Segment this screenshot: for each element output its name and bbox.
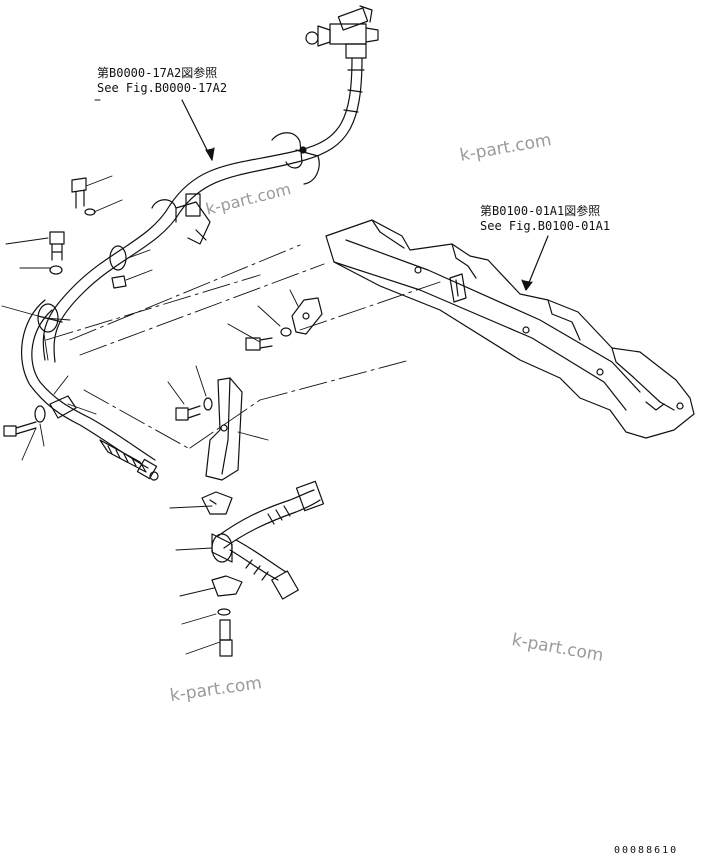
mount-bracket-upper (245, 297, 323, 351)
middle-clamp (151, 193, 211, 245)
leader-lines (1, 99, 299, 655)
reference-note-b0000: 第B0000-17A2図参照 See Fig.B0000-17A2 (97, 66, 227, 96)
top-fitting (305, 5, 379, 59)
reference-note-b0100: 第B0100-01A1図参照 See Fig.B0100-01A1 (480, 204, 610, 234)
reference-jp: 第B0100-01A1図参照 (480, 204, 601, 218)
clamp-far-left (37, 303, 63, 333)
upper-hose (20, 57, 363, 469)
reference-jp: 第B0000-17A2図参照 (97, 66, 218, 80)
reference-arrows (181, 99, 549, 291)
lower-clamps (201, 491, 243, 657)
lower-hose (211, 480, 325, 600)
left-bolt-stack (49, 177, 96, 275)
upper-hose-markings (343, 69, 365, 113)
lower-left-hose-end (99, 439, 159, 481)
clamp-left (109, 245, 127, 289)
mount-bracket-tall (175, 377, 243, 481)
reference-en: See Fig.B0000-17A2 (97, 81, 228, 95)
drawing-id: 00088610 (614, 845, 679, 856)
lower-left-bolt (3, 395, 77, 437)
reference-en: See Fig.B0100-01A1 (480, 219, 611, 233)
u-clamp-upper (271, 132, 320, 185)
construction-lines (45, 244, 441, 449)
main-frame (325, 219, 695, 439)
